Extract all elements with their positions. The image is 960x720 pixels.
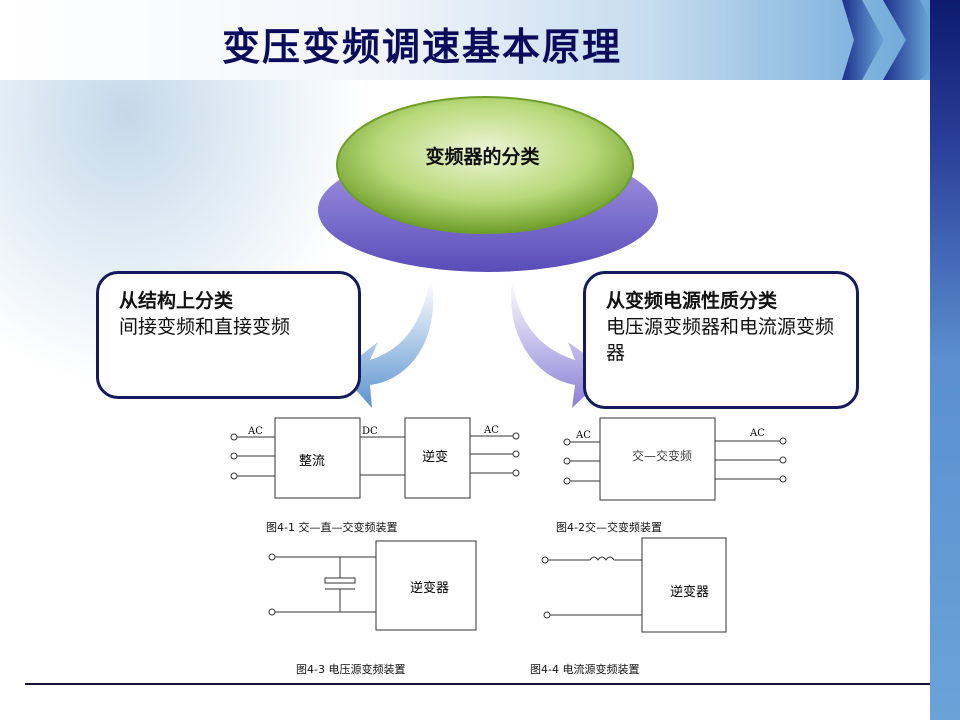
footer-divider xyxy=(25,683,930,685)
header-band xyxy=(0,0,930,80)
fig1-block-rectifier: 整流 xyxy=(299,454,326,469)
right-callout: 从变频电源性质分类 电压源变频器和电流源变频器 xyxy=(583,271,859,409)
fig4-block: 逆变器 xyxy=(670,585,710,600)
green-top-ellipse xyxy=(336,96,634,234)
fig3-block: 逆变器 xyxy=(410,581,450,596)
figure-4-4 xyxy=(541,537,727,633)
figure-4-2 xyxy=(563,417,787,501)
right-callout-body: 电压源变频器和电流源变频器 xyxy=(606,316,835,364)
fig1-ac-out: AC xyxy=(484,425,499,436)
left-callout-heading: 从结构上分类 xyxy=(119,290,234,312)
left-callout-body: 间接变频和直接变频 xyxy=(119,316,291,338)
right-callout-heading: 从变频电源性质分类 xyxy=(606,290,778,312)
slide-title: 变压变频调速基本原理 xyxy=(222,24,623,69)
classification-diagram xyxy=(318,96,658,408)
chevron-decoration-icon xyxy=(842,0,930,80)
fig3-caption: 图4-3 电压源变频装置 xyxy=(296,663,406,676)
fig2-block: 交—交变频 xyxy=(632,449,693,463)
left-callout: 从结构上分类 间接变频和直接变频 xyxy=(96,271,361,399)
center-label: 变频器的分类 xyxy=(425,146,540,168)
figure-4-1 xyxy=(230,417,520,499)
fig1-caption: 图4-1 交—直—交变频装置 xyxy=(266,521,398,534)
fig1-ac-in: AC xyxy=(248,426,263,437)
fig4-caption: 图4-4 电流源变频装置 xyxy=(530,663,640,676)
fig2-ac-in: AC xyxy=(576,430,591,441)
fig2-caption: 图4-2交—交变频装置 xyxy=(556,521,662,534)
fig1-dc: DC xyxy=(362,426,378,437)
fig2-ac-out: AC xyxy=(750,428,765,439)
left-arrow-icon xyxy=(340,280,434,408)
fig1-block-inverter: 逆变 xyxy=(422,450,449,465)
right-sidebar-band xyxy=(930,0,960,720)
figure-4-3 xyxy=(268,540,477,631)
